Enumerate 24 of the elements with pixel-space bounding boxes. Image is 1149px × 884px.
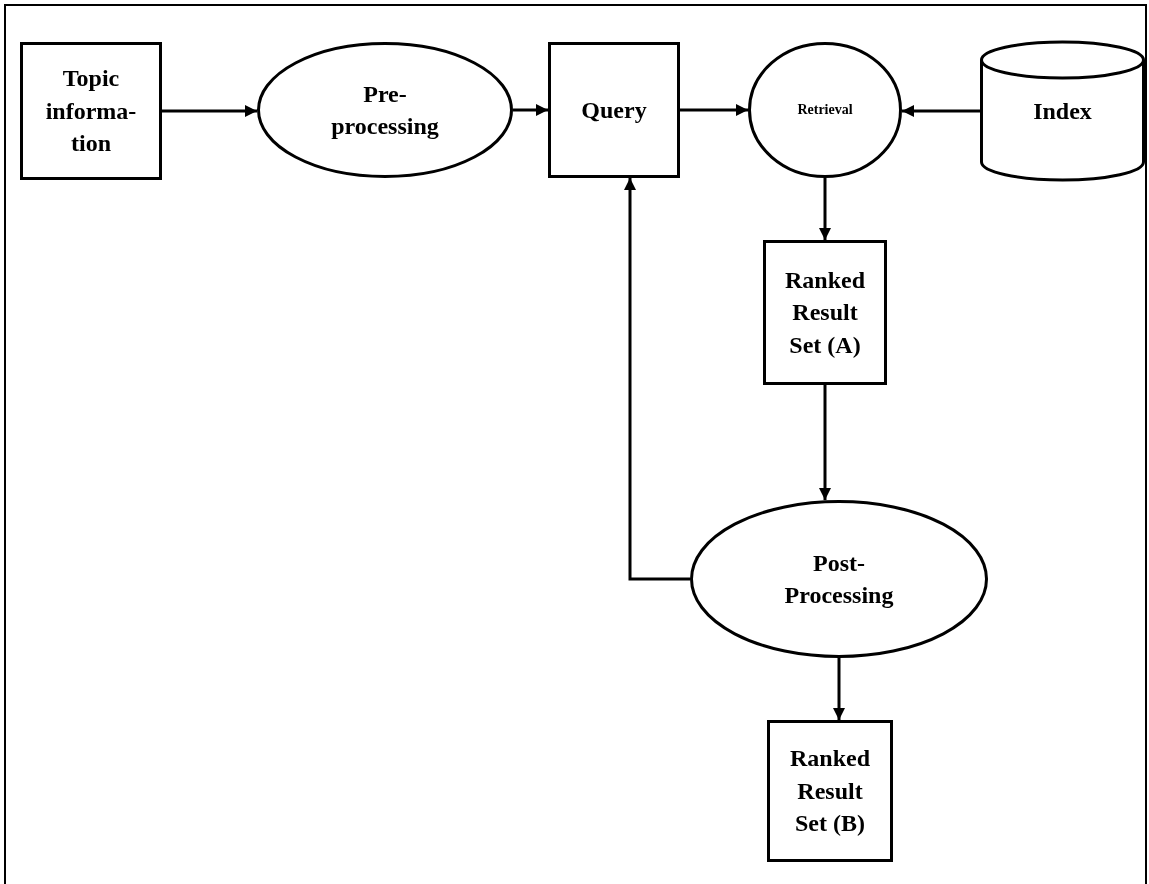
- arrow: [833, 658, 845, 720]
- arrow: [819, 178, 831, 240]
- node-label: Topic informa- tion: [44, 64, 138, 159]
- node-label: Query: [580, 95, 648, 125]
- node-label: Pre-processing: [330, 79, 440, 141]
- node-label: Retrieval: [796, 100, 854, 119]
- database-cylinder: [980, 42, 1145, 180]
- arrow: [819, 385, 831, 500]
- process-ellipse: [748, 42, 902, 178]
- node-label: Index: [1032, 96, 1093, 126]
- node-label: Ranked Result Set (A): [784, 265, 866, 360]
- node-label: Ranked Result Set (B): [789, 744, 871, 839]
- node-label: Post-Processing: [783, 548, 895, 610]
- process-box: [763, 240, 887, 385]
- arrow: [902, 105, 980, 117]
- process-ellipse: [690, 500, 988, 658]
- process-box: [767, 720, 893, 862]
- arrow: [680, 104, 748, 116]
- process-box: [20, 42, 162, 180]
- arrow: [624, 178, 690, 581]
- arrow: [162, 105, 257, 117]
- arrow: [513, 104, 548, 116]
- process-box: [548, 42, 680, 178]
- process-ellipse: [257, 42, 513, 178]
